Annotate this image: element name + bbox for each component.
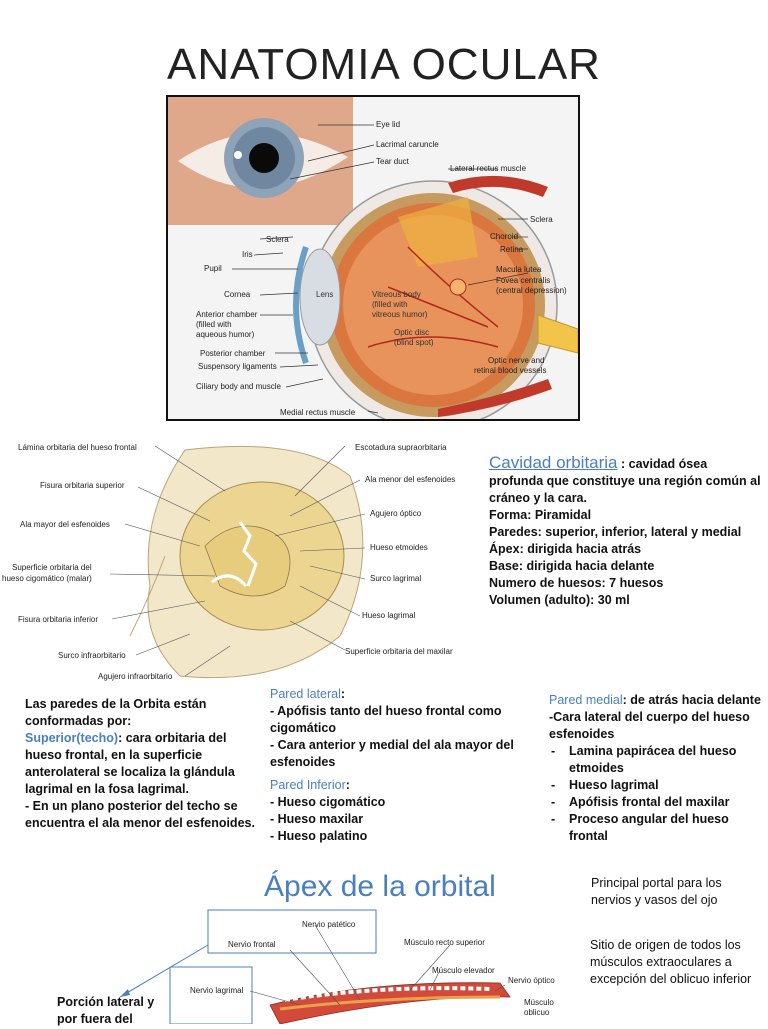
orbit-bones-figure: Lámina orbitaria del hueso frontal Escot… xyxy=(0,436,480,686)
label-escotadura: Escotadura supraorbitaria xyxy=(355,443,447,452)
label-agujero-infra: Agujero infraorbitario xyxy=(98,672,173,681)
pared-medial-suffix: : de atrás hacia delante xyxy=(622,693,761,707)
label-hueso-etmoides: Hueso etmoides xyxy=(370,543,428,552)
label-anterior-2: (filled with xyxy=(196,320,232,329)
cavidad-line: Forma: Piramidal xyxy=(489,508,592,522)
cavidad-heading: Cavidad orbitaria xyxy=(489,453,618,472)
cavidad-line: Base: dirigida hacia delante xyxy=(489,559,655,573)
paredes-intro: Las paredes de la Orbita están conformad… xyxy=(25,697,207,728)
label-anterior-3: aqueous humor) xyxy=(196,330,255,339)
apex-porcion-text: Porción lateral y por fuera del xyxy=(57,995,155,1026)
label-nervio-lagrimal: Nervio lagrimal xyxy=(190,986,244,995)
label-ala-mayor: Ala mayor del esfenoides xyxy=(20,520,110,529)
pared-lateral-label: Pared lateral xyxy=(270,687,341,701)
label-vitreous-3: vitreous humor) xyxy=(372,310,428,319)
label-vitreous-1: Vitreous body xyxy=(372,290,421,299)
label-ala-menor: Ala menor del esfenoides xyxy=(365,475,455,484)
label-vitreous-2: (filled with xyxy=(372,300,408,309)
eye-anatomy-figure: Eye lid Lacrimal caruncle Tear duct Late… xyxy=(166,95,580,421)
label-optic-disc-2: (blind spot) xyxy=(394,338,434,347)
label-oblicuo-1: Músculo xyxy=(524,998,554,1007)
label-superficie-cig-1: Superficie orbitaria del xyxy=(12,563,92,572)
label-oblicuo-2: oblicuo xyxy=(524,1008,550,1017)
apex-figure: Nervio patético Nervio frontal Músculo r… xyxy=(110,905,590,1025)
label-tear-duct: Tear duct xyxy=(376,157,410,166)
pared-inferior-label: Pared Inferior xyxy=(270,778,346,792)
label-nervio-optico: Nervio óptico xyxy=(508,976,555,985)
superior-text: : cara orbitaria del hueso frontal, en l… xyxy=(25,731,235,796)
label-agujero-optico: Agujero óptico xyxy=(370,509,422,518)
label-fisura-superior: Fisura orbitaria superior xyxy=(40,481,125,490)
apex-portal-text: Principal portal para los nervios y vaso… xyxy=(591,876,722,907)
label-superficie-maxilar: Superficie orbitaria del maxilar xyxy=(345,647,453,656)
cavidad-line: Numero de huesos: 7 huesos xyxy=(489,576,664,590)
label-sclera-right: Sclera xyxy=(530,215,553,224)
paredes-block: Las paredes de la Orbita están conformad… xyxy=(25,696,265,832)
label-posterior-chamber: Posterior chamber xyxy=(200,349,266,358)
pared-lateral-item: - Cara anterior y medial del ala mayor d… xyxy=(270,738,514,769)
superior-label: Superior(techo) xyxy=(25,731,119,745)
label-macula: Macula lutea xyxy=(496,265,542,274)
label-optic-disc-1: Optic disc xyxy=(394,328,429,337)
pared-inferior-item: - Hueso cigomático xyxy=(270,795,386,809)
label-optic-nerve-1: Optic nerve and xyxy=(488,356,544,365)
label-surco-infra: Surco infraorbitario xyxy=(58,651,126,660)
label-pupil: Pupil xyxy=(204,264,222,273)
pared-inferior-colon: : xyxy=(345,778,350,792)
label-retina: Retina xyxy=(500,245,524,254)
label-musculo-elevador: Músculo elevador xyxy=(432,966,495,975)
label-nervio-patetico: Nervio patético xyxy=(302,920,356,929)
label-optic-nerve-2: retinal blood vessels xyxy=(474,366,546,375)
posterior-text: - En un plano posterior del techo se enc… xyxy=(25,799,255,830)
pared-inferior-item: - Hueso palatino xyxy=(270,829,368,843)
cavidad-line: Ápex: dirigida hacia atrás xyxy=(489,542,642,556)
page-title: ANATOMIA OCULAR xyxy=(167,40,601,89)
pared-medial-block: Pared medial: de atrás hacia delante -Ca… xyxy=(549,692,764,845)
pared-medial-label: Pared medial xyxy=(549,693,623,707)
apex-origen-text: Sitio de origen de todos los músculos ex… xyxy=(590,938,752,986)
cavidad-orbitaria-block: Cavidad orbitaria : cavidad ósea profund… xyxy=(489,454,764,609)
label-choroid: Choroid xyxy=(490,232,518,241)
cavidad-line: Volumen (adulto): 30 ml xyxy=(489,593,630,607)
label-anterior-1: Anterior chamber xyxy=(196,310,258,319)
label-lacrimal-caruncle: Lacrimal caruncle xyxy=(376,140,439,149)
label-eye-lid: Eye lid xyxy=(376,120,400,129)
label-lens: Lens xyxy=(316,290,333,299)
pared-medial-list: Lamina papirácea del hueso etmoides Hues… xyxy=(549,743,764,845)
list-item: Proceso angular del hueso frontal xyxy=(551,811,764,845)
label-recto-superior: Músculo recto superior xyxy=(404,938,485,947)
pared-inferior-item: - Hueso maxilar xyxy=(270,812,364,826)
label-ciliary: Ciliary body and muscle xyxy=(196,382,281,391)
label-superficie-cig-2: hueso cigomático (malar) xyxy=(2,574,92,583)
pared-lateral-block: Pared lateral: - Apófisis tanto del hues… xyxy=(270,686,532,845)
label-fovea-2: (central depression) xyxy=(496,286,567,295)
label-iris: Iris xyxy=(242,250,253,259)
list-item: Apófisis frontal del maxilar xyxy=(551,794,764,811)
pared-lateral-item: - Apófisis tanto del hueso frontal como … xyxy=(270,704,502,735)
label-cornea: Cornea xyxy=(224,290,251,299)
label-fovea-1: Fovea centralis xyxy=(496,276,550,285)
list-item: Hueso lagrimal xyxy=(551,777,764,794)
label-sclera-left: Sclera xyxy=(266,235,289,244)
label-hueso-lagrimal: Hueso lagrimal xyxy=(362,611,416,620)
label-lamina-orbitaria: Lámina orbitaria del hueso frontal xyxy=(18,443,137,452)
pared-medial-intro: -Cara lateral del cuerpo del hueso esfen… xyxy=(549,710,750,741)
label-surco-lagrimal: Surco lagrimal xyxy=(370,574,421,583)
label-nervio-frontal: Nervio frontal xyxy=(228,940,276,949)
label-lateral-rectus: Lateral rectus muscle xyxy=(450,164,527,173)
pared-lateral-colon: : xyxy=(340,687,346,701)
label-medial-rectus: Medial rectus muscle xyxy=(280,408,356,417)
apex-title: Ápex de la orbital xyxy=(264,870,496,903)
list-item: Lamina papirácea del hueso etmoides xyxy=(551,743,764,777)
cavidad-line: Paredes: superior, inferior, lateral y m… xyxy=(489,525,742,539)
label-suspensory: Suspensory ligaments xyxy=(198,362,277,371)
cavidad-desc: : cavidad ósea profunda que constituye u… xyxy=(489,457,761,505)
label-fisura-inferior: Fisura orbitaria inferior xyxy=(18,615,98,624)
